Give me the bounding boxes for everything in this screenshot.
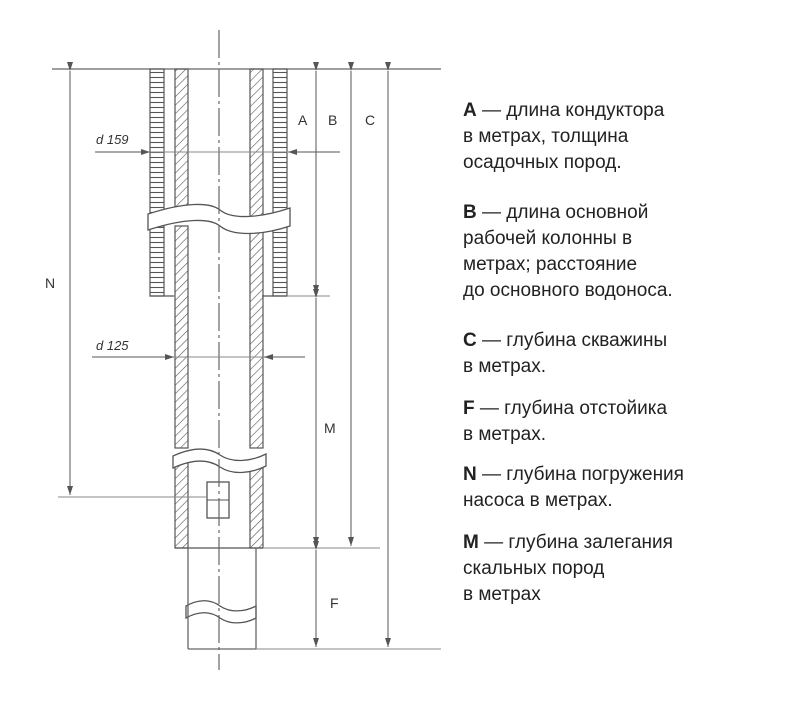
legend-text: рабочей колонны в: [463, 228, 633, 249]
legend-text: в метрах: [463, 584, 541, 605]
dimension-label-c: C: [365, 112, 375, 128]
legend-text: метрах; расстояние: [463, 254, 638, 275]
legend-text: в метрах.: [463, 424, 546, 445]
legend-text: — глубина погружения: [476, 464, 684, 485]
legend-item-n: N — глубина погружения насоса в метрах.: [463, 462, 793, 514]
dimension-label-b: B: [328, 112, 337, 128]
legend-text: осадочных пород.: [463, 152, 622, 173]
legend-text: до основного водоноса.: [463, 280, 673, 301]
legend-letter: B: [463, 202, 477, 223]
diameter-label-d125: d 125: [96, 338, 129, 353]
legend-item-b: B — длина основной рабочей колонны в мет…: [463, 200, 793, 304]
legend-text: насоса в метрах.: [463, 490, 613, 511]
legend-letter: N: [463, 464, 477, 485]
legend-text: — глубина скважины: [476, 330, 668, 351]
extension-lines: [58, 295, 441, 650]
legend-letter: C: [463, 330, 477, 351]
legend-text: — глубина отстойика: [474, 398, 668, 419]
legend-text: — длина основной: [476, 202, 649, 223]
dimension-label-n: N: [45, 275, 55, 291]
legend-item-f: F — глубина отстойика в метрах.: [463, 396, 793, 448]
dimension-label-a: A: [298, 112, 308, 128]
diameter-label-d159: d 159: [96, 132, 129, 147]
legend-text: скальных пород: [463, 558, 605, 579]
legend-text: — длина кондуктора: [476, 100, 665, 121]
sump-pipe: [187, 548, 257, 650]
legend-item-c: C — глубина скважины в метрах.: [463, 328, 793, 380]
production-casing: [174, 68, 264, 549]
dimension-label-m: M: [324, 420, 336, 436]
legend-letter: A: [463, 100, 477, 121]
dimension-label-f: F: [330, 595, 339, 611]
legend-letter: F: [463, 398, 475, 419]
legend-letter: M: [463, 532, 479, 553]
legend-item-a: A — длина кондуктора в метрах, толщина о…: [463, 98, 793, 176]
legend-text: — глубина залегания: [478, 532, 673, 553]
legend-item-m: M — глубина залегания скальных пород в м…: [463, 530, 793, 608]
legend-text: в метрах.: [463, 356, 546, 377]
legend-text: в метрах, толщина: [463, 126, 629, 147]
